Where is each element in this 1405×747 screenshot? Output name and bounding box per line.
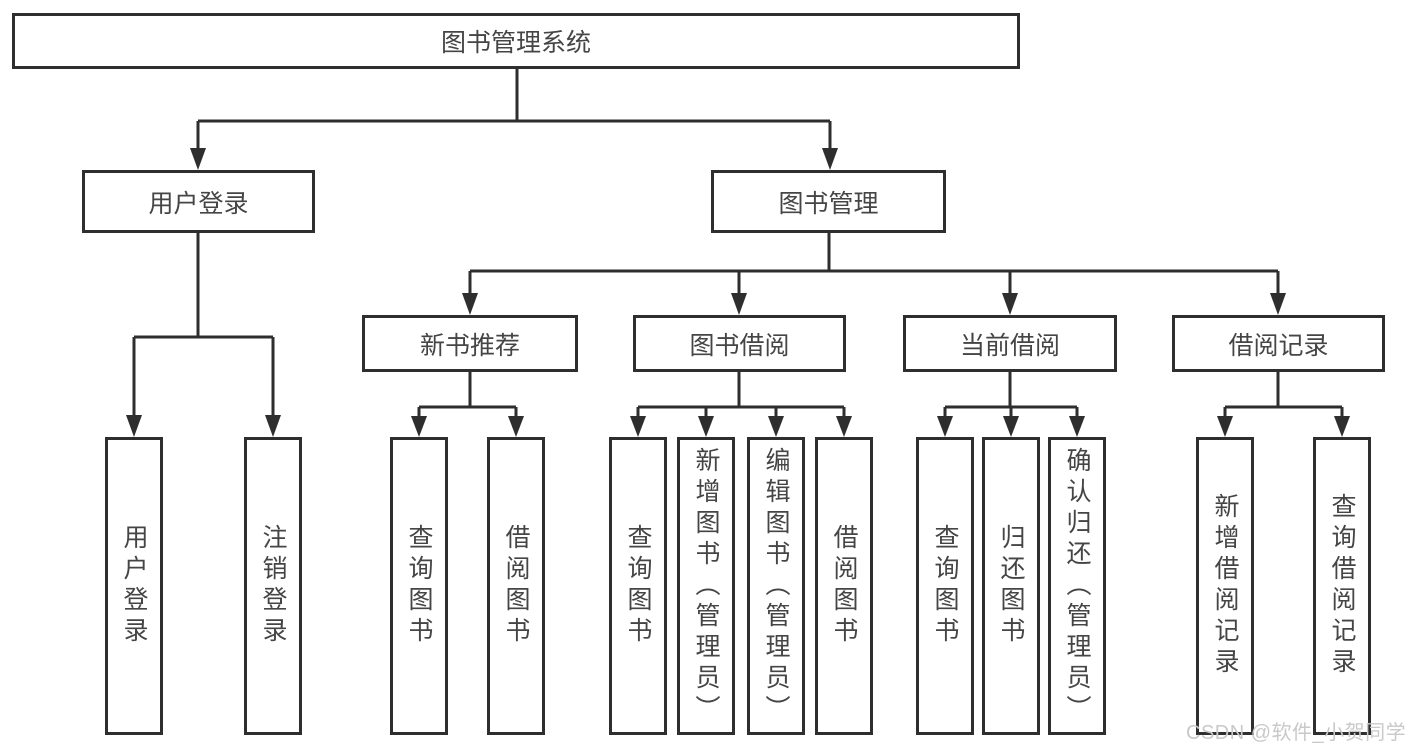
node-borrow-records: 借阅记录 bbox=[1172, 315, 1385, 372]
connector-lines bbox=[196, 69, 832, 150]
leaf-edit-books-admin-label: 编辑图书（管理员） bbox=[762, 446, 790, 726]
node-borrow-records-label: 借阅记录 bbox=[1228, 331, 1329, 360]
arrowhead bbox=[265, 415, 281, 437]
arrowhead bbox=[937, 416, 953, 437]
leaf-recommend-borrow-books-label: 借阅图书 bbox=[502, 524, 530, 648]
leaf-add-borrow-record: 新增借阅记录 bbox=[1196, 437, 1254, 735]
arrowhead bbox=[462, 293, 478, 315]
leaf-edit-books-admin: 编辑图书（管理员） bbox=[747, 437, 805, 735]
node-new-book-recommend: 新书推荐 bbox=[362, 315, 578, 372]
arrowhead bbox=[190, 148, 206, 170]
node-user-login-label: 用户登录 bbox=[148, 189, 249, 218]
leaf-recommend-query-books-label: 查询图书 bbox=[405, 524, 433, 648]
leaf-confirm-return-admin-label: 确认归还（管理员） bbox=[1063, 446, 1091, 726]
leaf-query-borrow-record: 查询借阅记录 bbox=[1313, 437, 1371, 735]
connector-borrow-records bbox=[1217, 372, 1350, 437]
arrowhead bbox=[508, 416, 524, 437]
node-current-borrow-label: 当前借阅 bbox=[959, 331, 1060, 360]
node-root: 图书管理系统 bbox=[12, 13, 1020, 69]
arrowhead bbox=[698, 416, 714, 437]
arrowhead bbox=[1334, 416, 1350, 437]
leaf-borrow-query-books: 查询图书 bbox=[609, 437, 667, 735]
arrowhead bbox=[1003, 416, 1019, 437]
node-new-book-recommend-label: 新书推荐 bbox=[419, 331, 520, 360]
arrowhead bbox=[1217, 416, 1233, 437]
leaf-recommend-query-books: 查询图书 bbox=[390, 437, 448, 735]
arrowhead bbox=[768, 416, 784, 437]
leaf-borrow-query-books-label: 查询图书 bbox=[624, 524, 652, 648]
node-book-management: 图书管理 bbox=[711, 170, 946, 233]
arrowhead bbox=[411, 416, 427, 437]
connector-root bbox=[190, 69, 838, 170]
arrowhead bbox=[822, 148, 838, 170]
leaf-add-books-admin-label: 新增图书（管理员） bbox=[692, 446, 720, 726]
connector-book-management bbox=[462, 233, 1286, 315]
connector-lines bbox=[636, 372, 846, 419]
leaf-add-borrow-record-label: 新增借阅记录 bbox=[1211, 493, 1239, 679]
arrowhead bbox=[1002, 293, 1018, 315]
node-root-label: 图书管理系统 bbox=[440, 29, 591, 57]
leaf-add-books-admin: 新增图书（管理员） bbox=[677, 437, 735, 735]
arrowhead bbox=[836, 416, 852, 437]
node-user-login: 用户登录 bbox=[82, 170, 315, 233]
connector-current-borrow bbox=[937, 372, 1085, 437]
leaf-user-login-label: 用户登录 bbox=[120, 524, 148, 648]
leaf-logout: 注销登录 bbox=[244, 437, 302, 735]
connector-book-borrow bbox=[630, 372, 852, 437]
arrowhead bbox=[126, 415, 142, 437]
leaf-current-query-books-label: 查询图书 bbox=[931, 524, 959, 648]
node-book-management-label: 图书管理 bbox=[778, 189, 879, 218]
connector-lines bbox=[1223, 372, 1344, 419]
arrowhead bbox=[731, 293, 747, 315]
arrowhead bbox=[1069, 416, 1085, 437]
leaf-logout-label: 注销登录 bbox=[259, 524, 287, 648]
csdn-watermark: CSDN @软件_小贺同学 bbox=[1186, 722, 1405, 744]
leaf-borrow-books-label: 借阅图书 bbox=[830, 524, 858, 648]
connector-lines bbox=[468, 233, 1280, 295]
connector-new-book-recommend bbox=[411, 372, 524, 437]
arrowhead bbox=[630, 416, 646, 437]
leaf-user-login: 用户登录 bbox=[105, 437, 163, 735]
leaf-query-borrow-record-label: 查询借阅记录 bbox=[1328, 493, 1356, 679]
node-current-borrow: 当前借阅 bbox=[903, 315, 1117, 372]
leaf-confirm-return-admin: 确认归还（管理员） bbox=[1048, 437, 1106, 735]
arrowhead bbox=[1270, 293, 1286, 315]
leaf-current-query-books: 查询图书 bbox=[916, 437, 974, 735]
connector-lines bbox=[943, 372, 1079, 419]
node-book-borrow-label: 图书借阅 bbox=[689, 331, 790, 360]
leaf-return-books: 归还图书 bbox=[982, 437, 1040, 735]
leaf-borrow-books: 借阅图书 bbox=[815, 437, 873, 735]
leaf-recommend-borrow-books: 借阅图书 bbox=[487, 437, 545, 735]
connector-lines bbox=[132, 233, 275, 417]
leaf-return-books-label: 归还图书 bbox=[997, 524, 1025, 648]
connector-lines bbox=[417, 372, 518, 419]
connector-user-login bbox=[126, 233, 281, 437]
node-book-borrow: 图书借阅 bbox=[633, 315, 846, 372]
